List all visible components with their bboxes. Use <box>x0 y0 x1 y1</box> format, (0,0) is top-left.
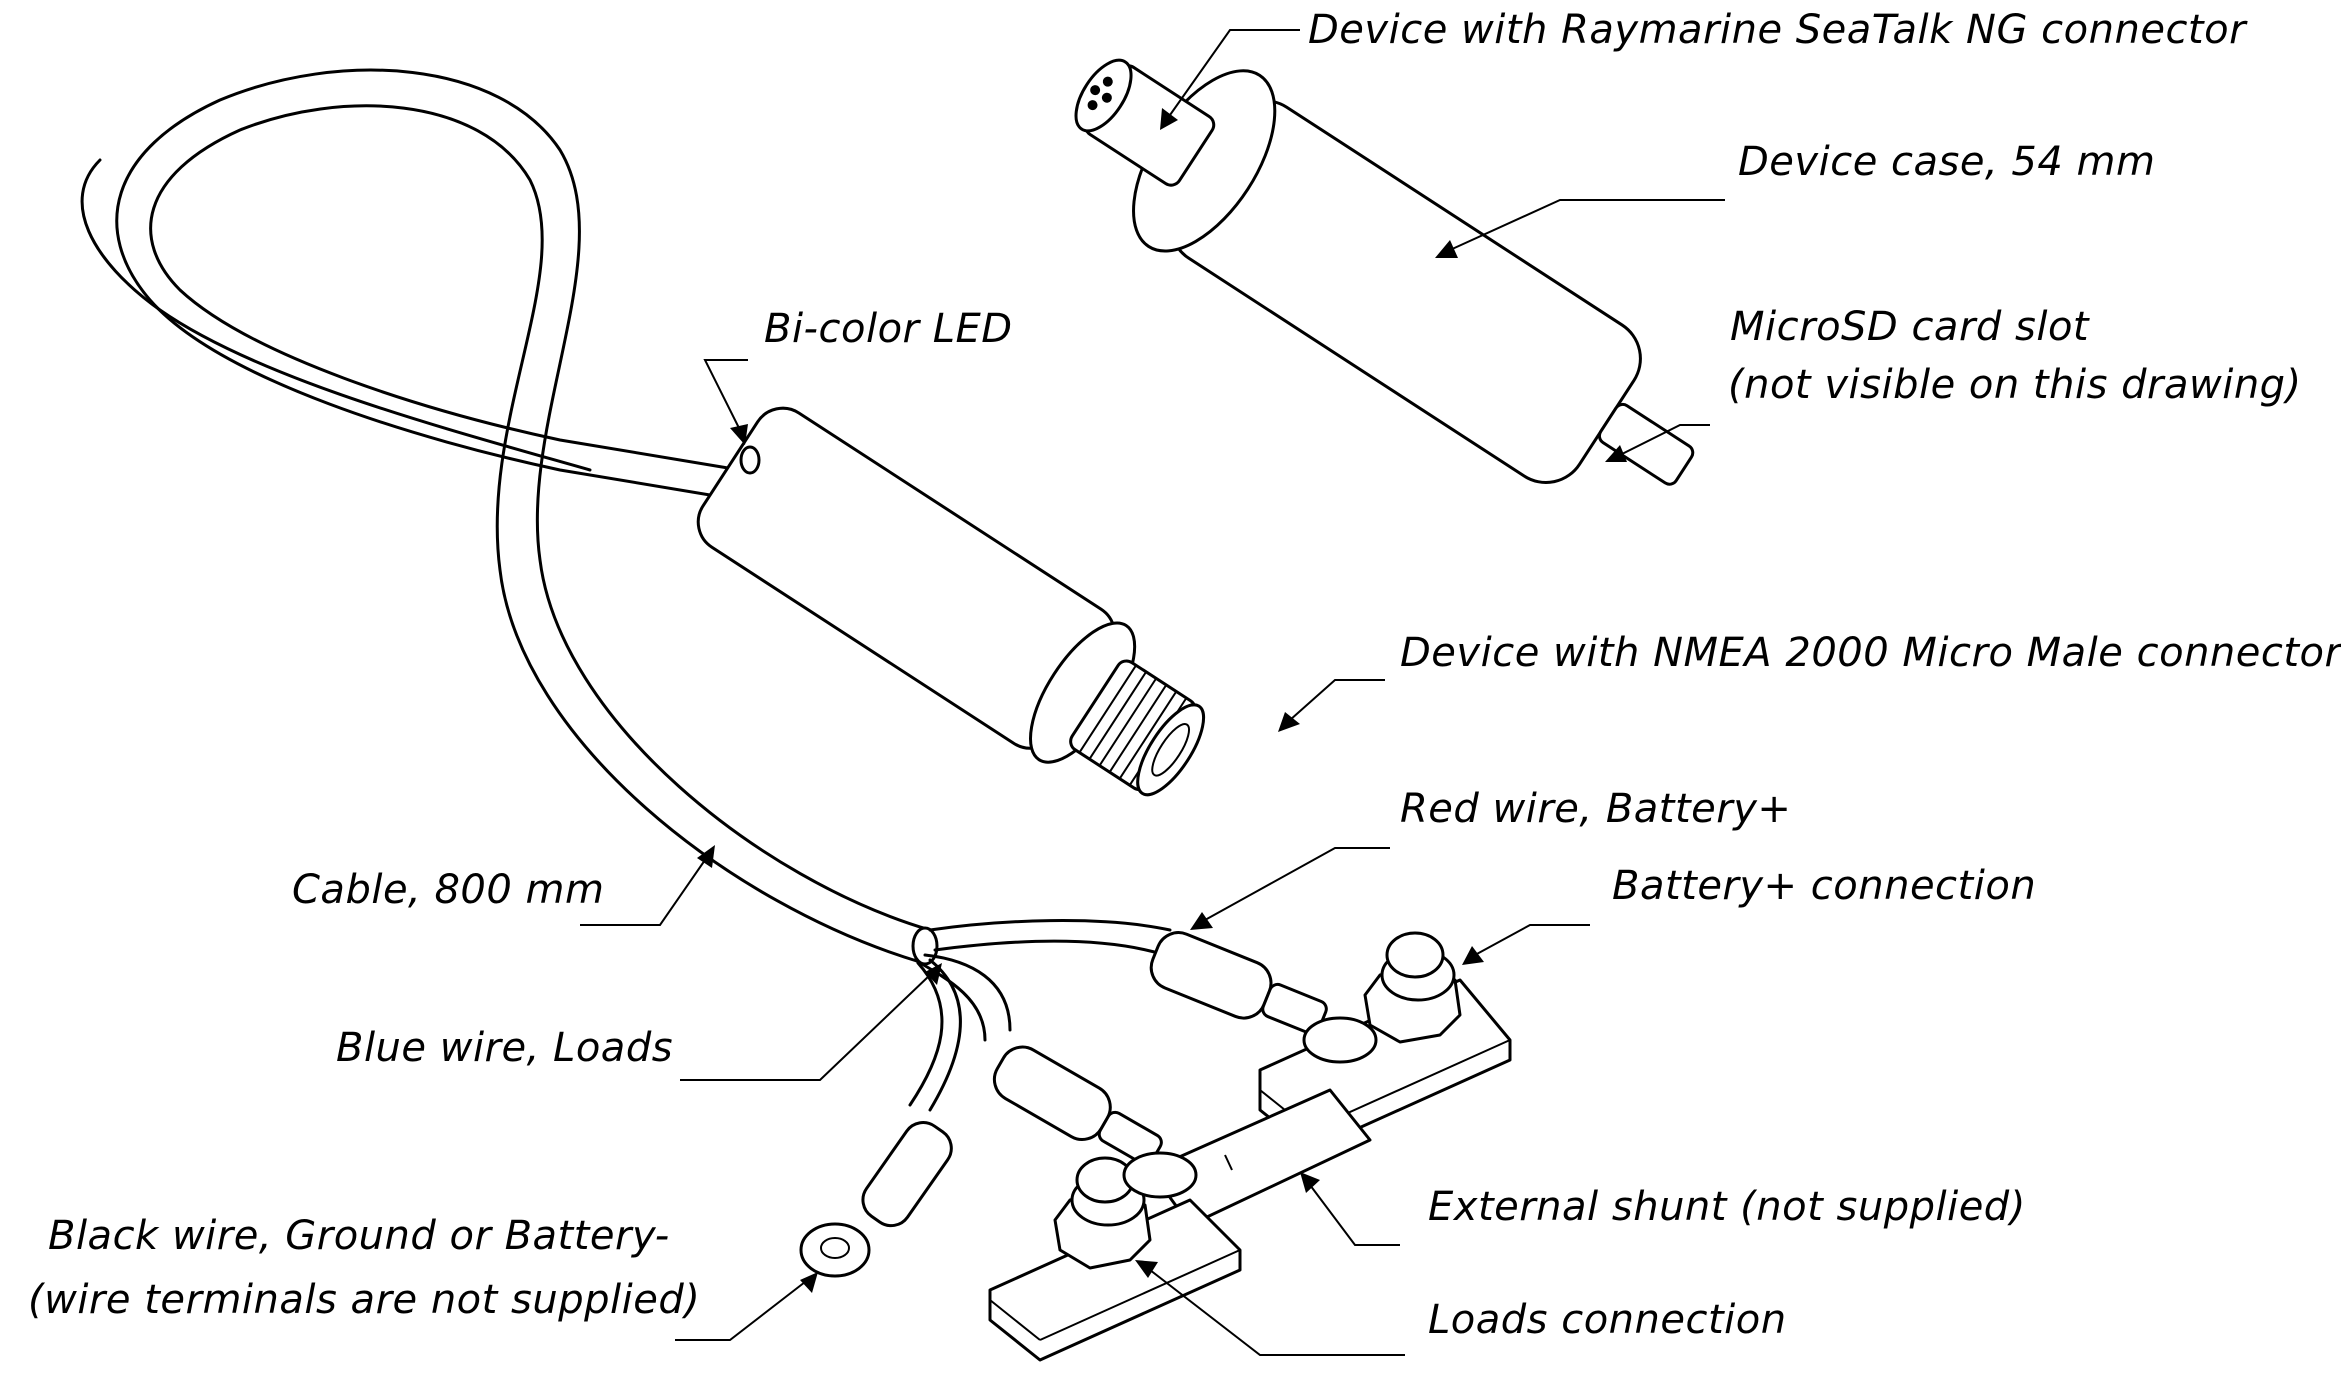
wires <box>908 919 1172 1112</box>
red-wire-terminal <box>1149 931 1328 1036</box>
nmea2000-device <box>696 406 1206 797</box>
bicolor-led <box>739 445 761 475</box>
battery-plus-nut <box>1302 931 1462 1064</box>
label-battery-connection: Battery+ connection <box>1612 863 2037 909</box>
blue-wire-terminal <box>992 1045 1163 1166</box>
label-black-wire: Black wire, Ground or Battery- <box>48 1213 670 1259</box>
label-device-case: Device case, 54 mm <box>1738 139 2156 185</box>
label-microsd-note: (not visible on this drawing) <box>1728 362 2302 408</box>
loads-nut <box>1053 1151 1198 1270</box>
label-black-wire-note: (wire terminals are not supplied) <box>28 1277 701 1323</box>
label-cable: Cable, 800 mm <box>292 867 605 913</box>
leader-lines <box>580 29 1725 1356</box>
black-wire-terminal <box>861 1121 953 1228</box>
label-microsd: MicroSD card slot <box>1730 304 2090 350</box>
label-blue-wire: Blue wire, Loads <box>336 1025 674 1071</box>
label-external-shunt: External shunt (not supplied) <box>1428 1184 2026 1230</box>
ring-terminal <box>799 1222 871 1278</box>
label-nmea2000: Device with NMEA 2000 Micro Male connect… <box>1400 630 2341 676</box>
label-loads-connection: Loads connection <box>1428 1297 1787 1343</box>
cable-loop <box>80 68 932 964</box>
wiring-diagram <box>80 29 1725 1362</box>
label-bicolor-led: Bi-color LED <box>764 306 1013 352</box>
seatalk-device <box>1074 58 1695 486</box>
label-red-wire: Red wire, Battery+ <box>1400 786 1792 832</box>
label-seatalk: Device with Raymarine SeaTalk NG connect… <box>1308 7 2247 53</box>
